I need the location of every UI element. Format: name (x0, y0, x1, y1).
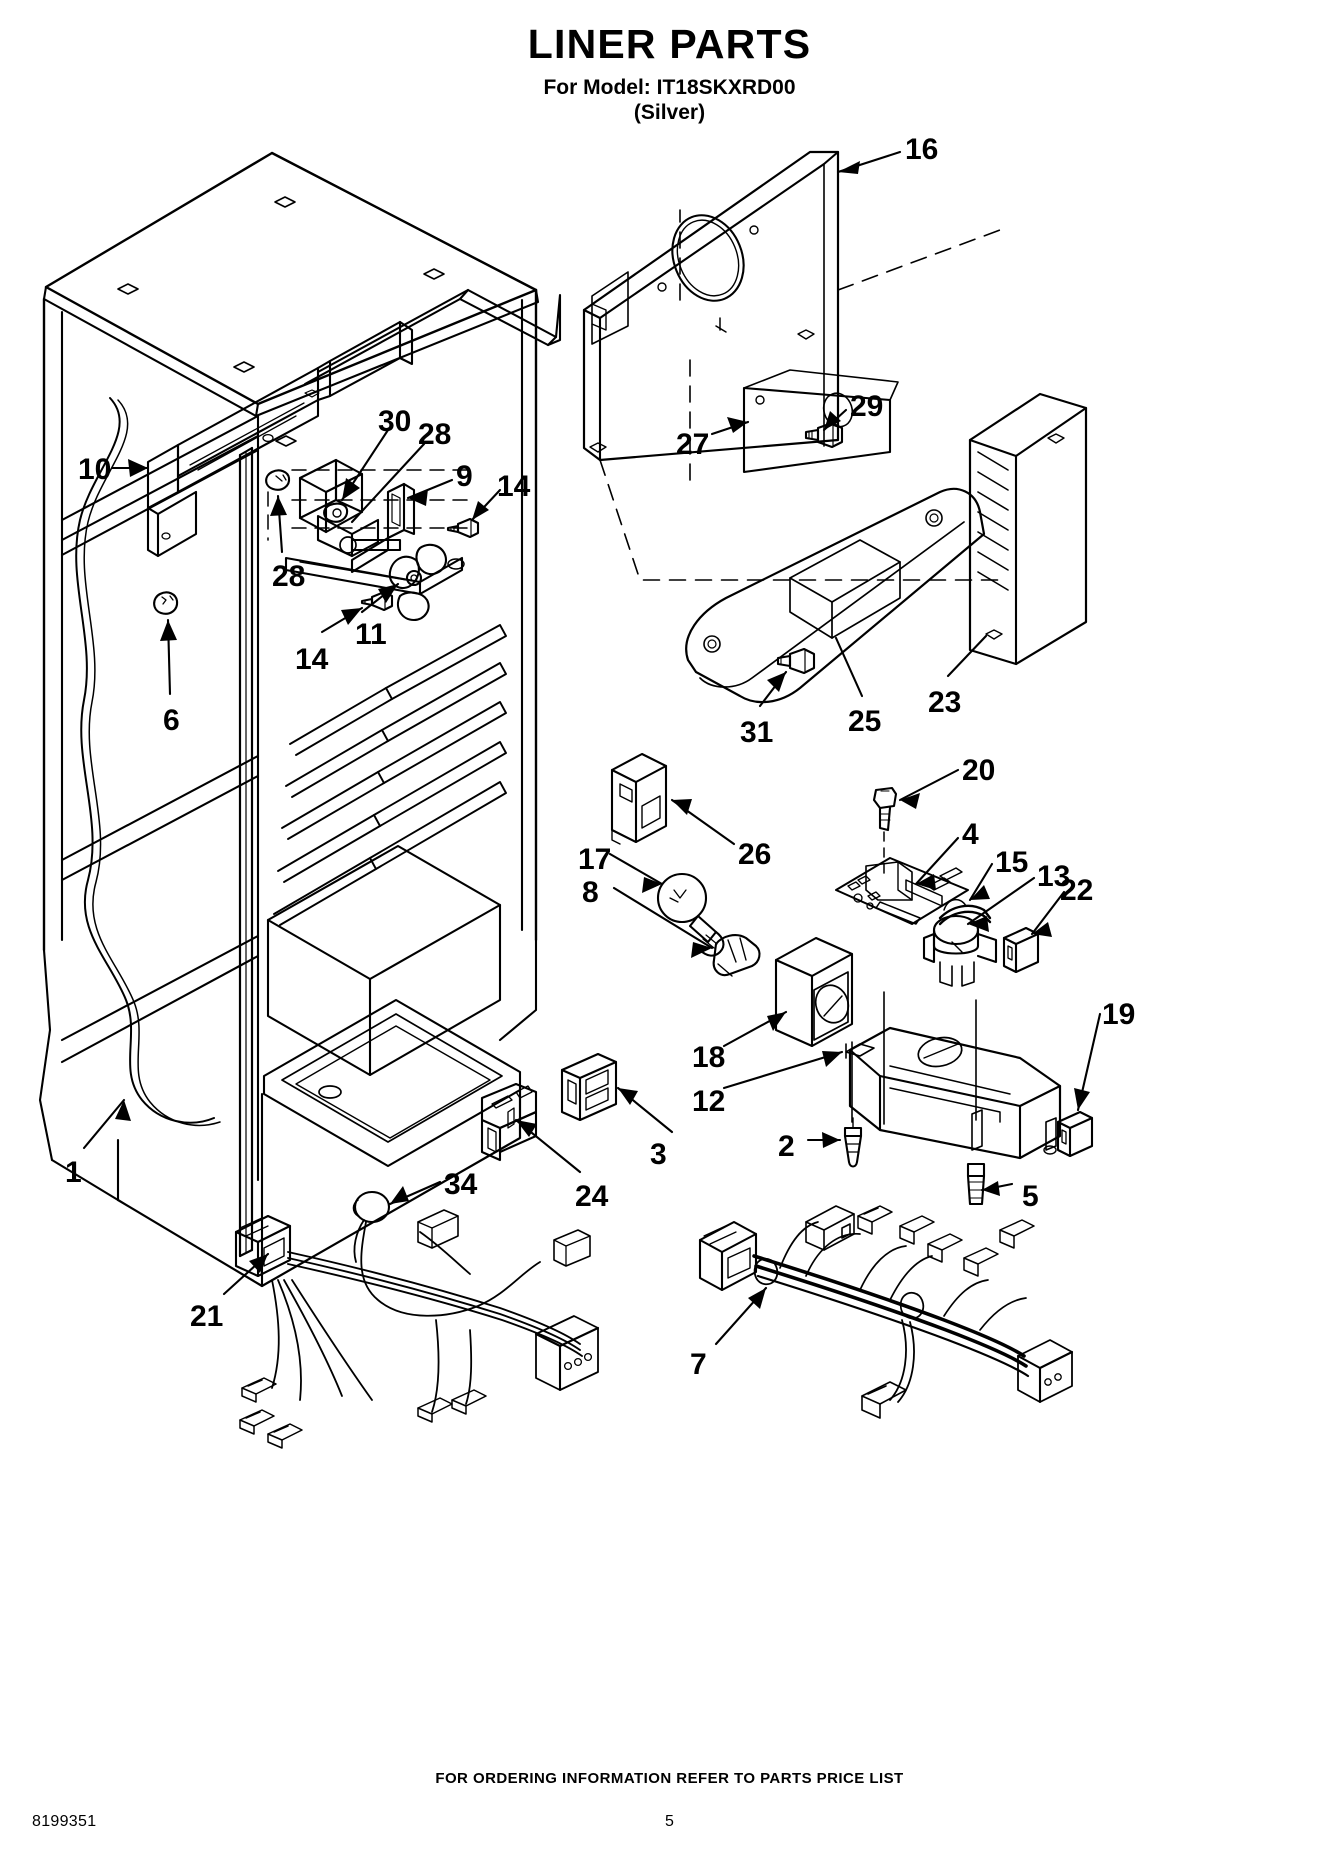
terminal-block-part (610, 752, 668, 845)
shelf-support-rail-part (146, 320, 414, 558)
secondary-wire-harness-part (698, 1205, 1074, 1419)
callout-15[interactable]: 15 (995, 846, 1029, 879)
color-line: (Silver) (633, 100, 706, 124)
evaporator-cover-screw-part (776, 647, 816, 675)
light-bulb-part (656, 872, 725, 957)
electronic-control-board-part (835, 857, 969, 925)
document-number: 8199351 (32, 1813, 97, 1830)
callout-25[interactable]: 25 (848, 705, 882, 738)
terminal-connector-19-part (1056, 1110, 1094, 1158)
callout-26[interactable]: 26 (738, 838, 772, 871)
page-title: LINER PARTS (527, 21, 812, 67)
callout-7[interactable]: 7 (690, 1348, 707, 1381)
callout-10[interactable]: 10 (78, 453, 112, 486)
callout-17[interactable]: 17 (578, 843, 612, 876)
hex-head-screw-part (966, 1162, 986, 1206)
callout-12[interactable]: 12 (692, 1085, 726, 1118)
drain-pan-part (845, 1026, 1062, 1160)
assembly-guide-lines (599, 209, 1001, 581)
callout-8[interactable]: 8 (582, 876, 599, 909)
callout-28-lower[interactable]: 28 (272, 560, 306, 593)
callout-3[interactable]: 3 (650, 1138, 667, 1171)
callout-16[interactable]: 16 (905, 133, 939, 166)
callout-28-upper[interactable]: 28 (418, 418, 452, 451)
callout-14-upper[interactable]: 14 (497, 470, 531, 503)
leader-lines (82, 150, 1102, 1346)
control-board-screw-part (872, 786, 898, 832)
callout-14-lower[interactable]: 14 (295, 643, 329, 676)
callout-13[interactable]: 13 (1037, 860, 1071, 893)
callout-6[interactable]: 6 (163, 704, 180, 737)
callout-23[interactable]: 23 (928, 686, 962, 719)
wire-connector-22-part (1002, 926, 1040, 974)
model-line: For Model: IT18SKXRD00 (543, 75, 796, 99)
access-cover-plate-part (742, 369, 899, 474)
rear-access-panel-part (582, 150, 840, 462)
light-shield-part (774, 936, 854, 1048)
callout-30[interactable]: 30 (378, 405, 412, 438)
liner-hole-plug-part (153, 591, 179, 615)
callout-27[interactable]: 27 (676, 428, 710, 461)
page-header: LINER PARTS For Model: IT18SKXRD00 (Silv… (0, 21, 1339, 125)
callout-24[interactable]: 24 (575, 1180, 609, 1213)
callout-5[interactable]: 5 (1022, 1180, 1039, 1213)
callout-21[interactable]: 21 (190, 1300, 224, 1333)
callout-4[interactable]: 4 (962, 818, 979, 851)
callout-11[interactable]: 11 (355, 618, 387, 651)
callout-2[interactable]: 2 (778, 1130, 795, 1163)
connector-block-3-part (560, 1052, 618, 1122)
page-number: 5 (665, 1813, 674, 1830)
callout-34[interactable]: 34 (444, 1168, 478, 1201)
lamp-socket-part (712, 934, 761, 977)
callout-18[interactable]: 18 (692, 1041, 726, 1074)
callout-1[interactable]: 1 (65, 1156, 82, 1189)
defrost-thermostat-part (922, 898, 998, 987)
callout-19[interactable]: 19 (1102, 998, 1136, 1031)
cabinet-liner-body (38, 151, 562, 1288)
callout-20[interactable]: 20 (962, 754, 996, 787)
wire-grommet-part (352, 1190, 391, 1263)
main-wire-harness-part (234, 1209, 600, 1449)
push-in-fastener-part (843, 1117, 863, 1168)
mounting-screw-upper (446, 517, 480, 539)
ordering-info-note: FOR ORDERING INFORMATION REFER TO PARTS … (435, 1770, 904, 1787)
evaporator-cover-part (685, 487, 986, 704)
callout-9[interactable]: 9 (456, 460, 473, 493)
capillary-tube-clip-part (938, 904, 992, 926)
callout-22[interactable]: 22 (1060, 874, 1094, 907)
callout-29[interactable]: 29 (850, 390, 884, 423)
air-duct-cover-part (968, 392, 1088, 666)
callout-31[interactable]: 31 (740, 716, 774, 749)
evaporator-fan-assembly (265, 458, 480, 622)
